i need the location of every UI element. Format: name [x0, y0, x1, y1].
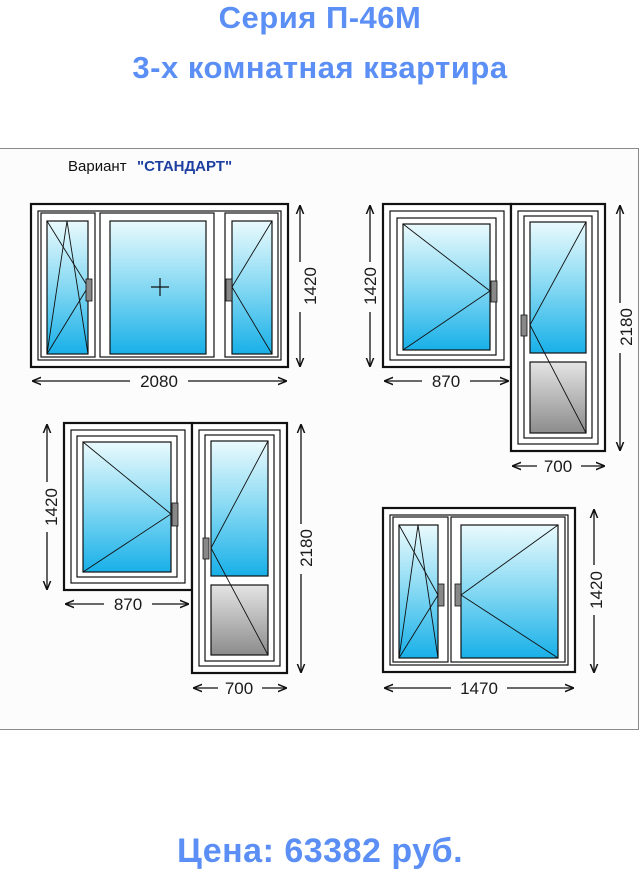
- w4-height-label: 1420: [587, 571, 606, 609]
- price-label: Цена: 63382 руб.: [176, 832, 464, 870]
- variant-heading: Вариант "СТАНДАРТ": [68, 158, 232, 175]
- w3-door-height-label: 2180: [297, 529, 316, 567]
- w3-width-label: 870: [114, 595, 142, 614]
- window-1: [29, 202, 290, 369]
- apartment-title: 3-х комнатная квартира: [132, 50, 508, 85]
- w2-door-height-label: 2180: [617, 308, 636, 346]
- w1-width-label: 2080: [140, 372, 178, 391]
- w2-width-label: 870: [432, 372, 460, 391]
- w1-height-label: 1420: [301, 267, 320, 305]
- w2-door-width-label: 700: [544, 457, 572, 476]
- w2-height-label: 1420: [361, 267, 380, 305]
- window-2: [381, 202, 607, 453]
- window-4: [381, 506, 577, 674]
- w3-door-width-label: 700: [225, 679, 253, 698]
- series-title: Серия П-46М: [218, 0, 422, 35]
- w3-height-label: 1420: [42, 488, 61, 526]
- variant-label: Вариант: [68, 158, 127, 175]
- w4-width-label: 1470: [460, 679, 498, 698]
- window-3: [62, 421, 289, 675]
- variant-name: "СТАНДАРТ": [137, 158, 232, 175]
